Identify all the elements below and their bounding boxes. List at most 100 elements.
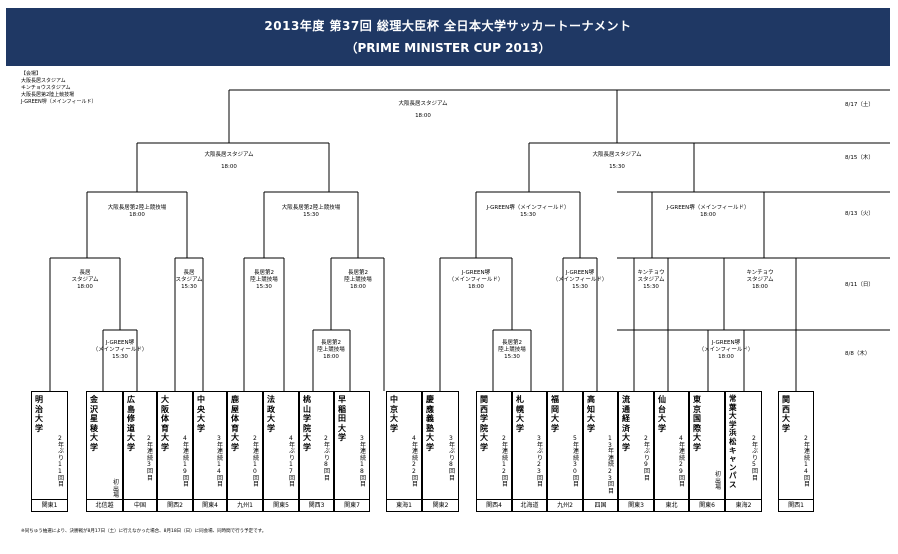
round-date-final: 8/17（土） [845,102,874,108]
team-record: 3年ぶり23回目 [537,435,544,489]
venue-name: 陸上競技場 [250,277,278,283]
team-record: 2年ぶり5回目 [752,435,759,482]
kickoff-time: 18:00 [718,354,734,360]
venue-name: 長居第2 [253,270,274,276]
team-record: 初出場 [715,471,722,492]
team-name: 仙台大学 [658,395,666,433]
venue-name: スタジアム [746,277,774,283]
kickoff-time: 15:30 [572,284,588,290]
team-region: 東海1 [387,499,421,511]
venue-name: 大阪長居スタジアム [592,152,642,158]
venue-name: （メインフィールド） [92,347,148,353]
team-record: 3年連続18回目 [360,435,367,489]
team-box: 福岡大学 5年連続30回目 九州2 [547,391,583,512]
team-region: 関東4 [194,499,226,511]
team-region: 関東1 [32,499,67,511]
team-box: 東京国際大学 初出場 関東6 [689,391,725,512]
venue-name: J-GREEN堺 [105,340,135,346]
venue-name: 大阪長居第2陸上競技場 [107,205,167,211]
tournament-title: 2013年度 第37回 総理大臣杯 全日本大学サッカートーナメント [264,19,632,33]
team-name: 中京大学 [390,395,398,433]
kickoff-time: 18:00 [700,212,716,218]
team-region: 関西3 [300,499,333,511]
kickoff-time: 15:30 [256,284,272,290]
venue-name: 長居第2 [347,270,368,276]
team-region: 関東3 [619,499,653,511]
venue-name: 陸上競技場 [344,277,372,283]
team-name: 大阪体育大学 [161,395,169,452]
team-box: 桃山学院大学 2年ぶり8回目 関西3 [299,391,334,512]
team-box: 中央大学 3年連続14回目 関東4 [193,391,227,512]
legend-line: 大阪長居スタジアム [21,78,66,84]
team-name: 関西学院大学 [480,395,488,452]
kickoff-time: 18:00 [468,284,484,290]
venue-semifinal-2: 大阪長居スタジアム 15:30 [592,152,641,171]
venue-name: キンチョウ [746,270,774,276]
venue-round16-6: J-GREEN堺 （メインフィールド） 15:30 [553,270,608,291]
legend-line: キンチョウスタジアム [21,85,71,91]
team-box: 仙台大学 4年連続29回目 東北 [654,391,689,512]
team-name: 常葉大学浜松キャンパス [729,394,737,489]
team-name: 桃山学院大学 [303,395,311,452]
team-name: 慶應義塾大学 [426,395,434,452]
team-region: 関西2 [158,499,192,511]
team-record: 2年連続3回目 [147,435,154,482]
kickoff-time: 18:00 [221,164,237,170]
team-name: 明治大学 [35,395,43,433]
team-record: 2年ぶり9回目 [644,435,651,482]
venue-quarterfinal-3: J-GREEN堺（メインフィールド） 15:30 [487,205,570,219]
venue-round16-5: J-GREEN堺 （メインフィールド） 18:00 [449,270,504,291]
venue-round1-2: 長居第2 陸上競技場 18:00 [317,340,345,361]
venue-name: J-GREEN堺 [565,270,595,276]
footnote: ※同ちゅう抽選により、決勝戦が8月17日（土）に行えなかった場合、8月18日（日… [21,529,267,534]
team-record: 2年ぶり8回目 [324,435,331,482]
team-record: 3年ぶり8回目 [449,435,456,482]
team-record: 初出場 [113,479,120,500]
venue-name: 長居 [183,270,195,276]
team-name: 福岡大学 [551,395,559,433]
venue-name: 陸上競技場 [317,347,345,353]
venue-legend: 【会場】 大阪長居スタジアム キンチョウスタジアム 大阪長居第2陸上競技場 J-… [21,71,96,106]
kickoff-time: 18:00 [323,354,339,360]
team-record: 4年ぶり17回目 [289,435,296,489]
round-date-round16: 8/11（日） [845,282,874,288]
venue-name: 長居 [79,270,91,276]
team-record: 4年連続22回目 [412,435,419,489]
team-name: 東京国際大学 [693,395,701,452]
team-name: 札幌大学 [516,395,524,433]
venue-round1-1: J-GREEN堺 （メインフィールド） 15:30 [93,340,148,361]
venue-name: スタジアム [71,277,99,283]
team-box: 中京大学 4年連続22回目 東海1 [386,391,422,512]
title-banner: 2013年度 第37回 総理大臣杯 全日本大学サッカートーナメント （PRIME… [6,8,890,66]
team-record: 2年連続10回目 [253,435,260,489]
kickoff-time: 18:00 [752,284,768,290]
team-record: 3年連続14回目 [217,435,224,489]
round-date-semifinal: 8/15（木） [845,155,874,161]
venue-quarterfinal-2: 大阪長居第2陸上競技場 15:30 [282,205,341,219]
venue-name: 大阪長居第2陸上競技場 [281,205,341,211]
team-box: 関西大学 2年連続14回目 関西1 [778,391,814,512]
team-name: 鹿屋体育大学 [231,395,239,452]
team-box: 常葉大学浜松キャンパス 2年ぶり5回目 東海2 [725,391,762,512]
team-record: 4年連続19回目 [183,435,190,489]
team-record: 2年ぶり11回目 [58,435,65,489]
team-box: 広島修道大学 2年連続3回目 中国 [123,391,157,512]
team-region: 関東2 [423,499,458,511]
team-region: 関西1 [779,499,813,511]
round-date-round1: 8/8（木） [845,351,871,357]
kickoff-time: 15:30 [609,164,625,170]
team-box: 金沢星稜大学 初出場 北信越 [86,391,123,512]
venue-round1-3: 長居第2 陸上競技場 15:30 [498,340,526,361]
team-region: 九州1 [228,499,262,511]
team-name: 法政大学 [267,395,275,433]
venue-round16-2: 長居 スタジアム 15:30 [175,270,202,291]
team-region: 中国 [124,499,156,511]
legend-line: J-GREEN堺（メインフィールド） [21,99,97,105]
team-record: 2年連続14回目 [804,435,811,489]
team-region: 北信越 [87,499,122,511]
team-region: 関東6 [690,499,724,511]
team-box: 高知大学 13年連続23回目 四国 [583,391,618,512]
team-name: 金沢星稜大学 [90,395,98,452]
venue-name: 長居第2 [320,340,341,346]
